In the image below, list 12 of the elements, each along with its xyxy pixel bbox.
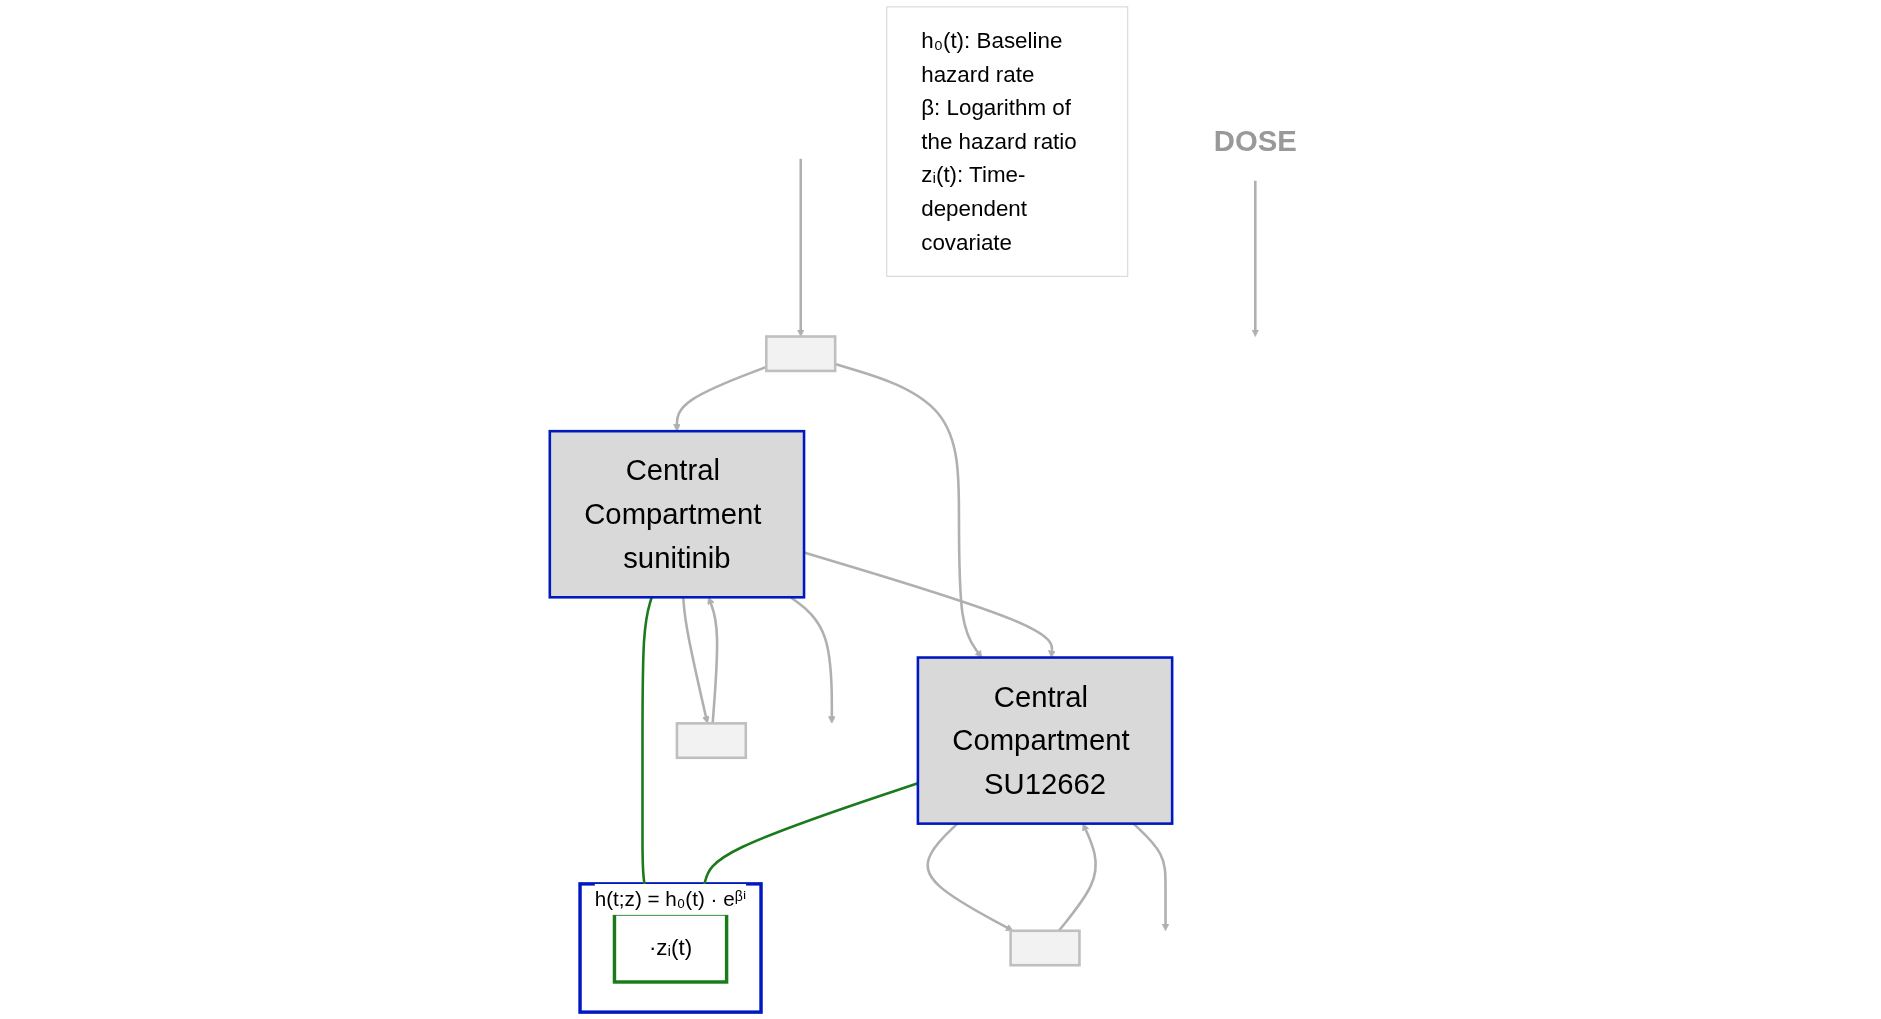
arrow <box>796 158 805 337</box>
node-box: Central Compartment sunitinib <box>548 429 806 599</box>
node-box <box>1009 929 1081 967</box>
node-box: ·zᵢ(t) <box>612 912 729 984</box>
node-box <box>765 335 837 373</box>
node-box <box>675 722 748 760</box>
node-box: h₀(t): Baseline hazard rate β: Logarithm of the hazard ratio zᵢ(t): Time-dependent covariate <box>886 6 1129 277</box>
node-box: Central Compartment SU12662 <box>916 656 1174 825</box>
node-text: DOSE <box>1213 124 1297 158</box>
arrow <box>1251 180 1260 337</box>
arrow <box>681 597 710 724</box>
arrow <box>673 365 767 432</box>
